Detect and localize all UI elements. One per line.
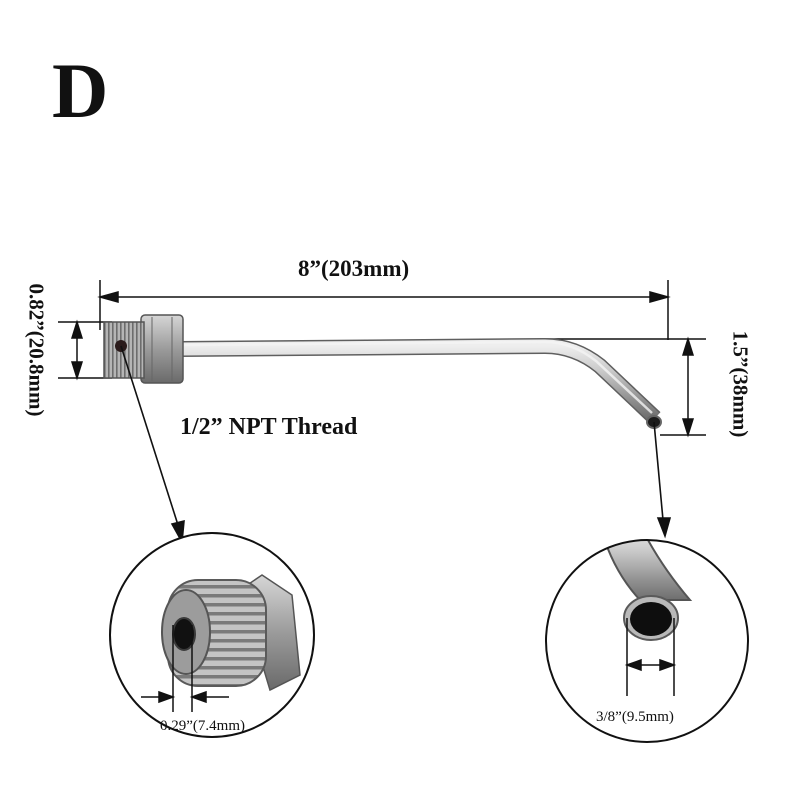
arrow-up-icon [681,336,695,356]
arrow-right-icon [158,690,176,704]
length-dimension [97,280,671,340]
bend-drop-label: 1.5”(38mm) [728,330,753,438]
hex-nut [140,314,184,384]
arrow-left-icon [189,690,207,704]
thread-type-label: 1/2” NPT Thread [180,414,358,440]
detail-circle-border [545,539,749,743]
arrow-down-icon [681,418,695,438]
detail-tube-opening [630,602,672,636]
detail-circle-border [109,532,315,738]
callout-pointers [120,345,672,545]
tube-highlight [179,340,653,414]
tube-body [179,339,660,423]
arrow-left-icon [97,291,119,303]
end-callout-line [653,421,664,521]
drop-dimension [540,336,706,438]
tube-outer-diameter-label: 3/8”(9.5mm) [596,709,674,725]
detail-circle-bg [546,540,748,742]
arrow-up-icon [70,319,84,339]
tube-end-detail-view [545,539,749,743]
arrow-down-icon [170,519,185,545]
beer-out-tube [103,314,662,429]
variant-label: D [52,47,109,134]
thread-diameter-dimension [58,319,112,381]
thread-callout-line [120,345,179,526]
arrow-down-icon [70,361,84,381]
length-label: 8”(203mm) [298,256,410,281]
arrow-right-icon [659,658,677,672]
thread-detail-view [109,532,315,738]
arrow-right-icon [649,291,671,303]
arrow-left-icon [624,658,642,672]
arrow-down-icon [656,517,672,539]
thread-inner-diameter-label: 0.29”(7.4mm) [160,718,245,734]
thread-diameter-label: 0.82”(20.8mm) [24,283,49,417]
